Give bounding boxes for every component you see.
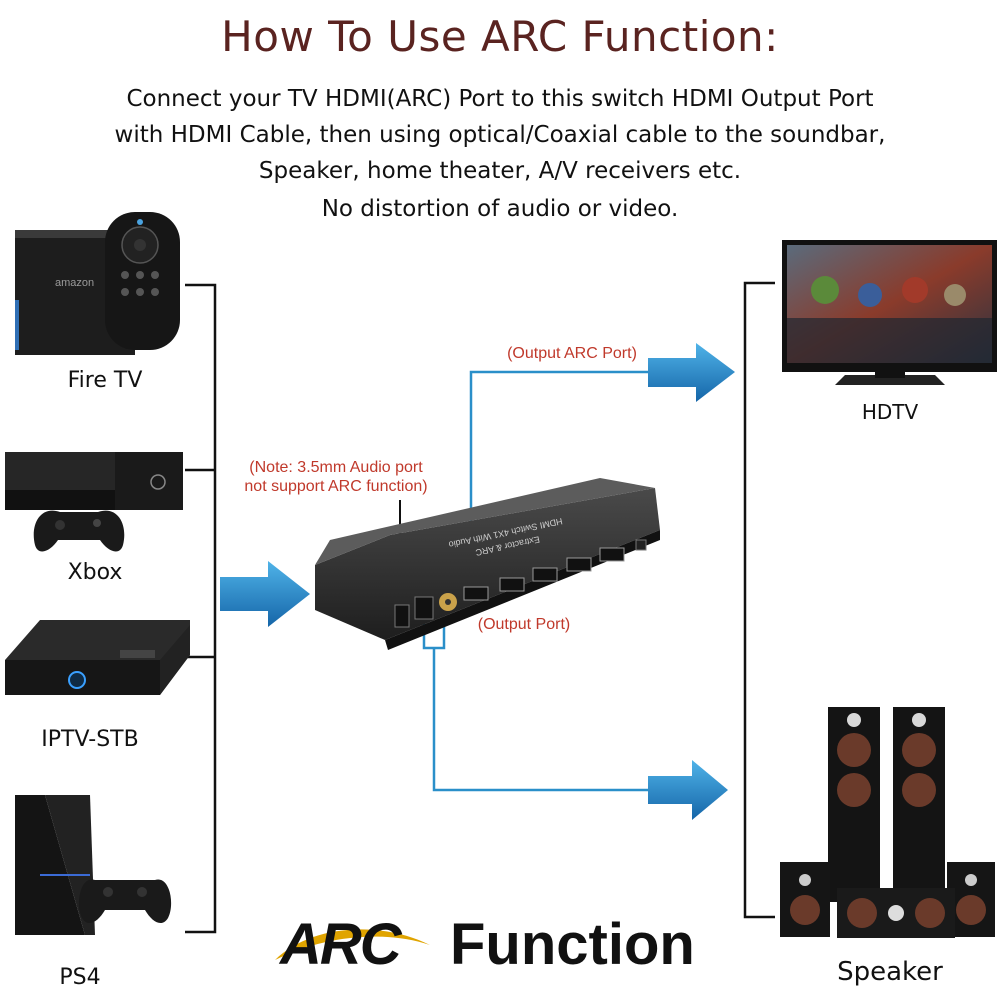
hdtv-device-icon: [782, 240, 997, 385]
arc-logo-swoosh-icon: [275, 929, 430, 960]
iptv-stb-label: IPTV-STB: [41, 727, 139, 752]
function-logo-text: Function: [450, 912, 695, 977]
fire-tv-label: Fire TV: [67, 368, 143, 393]
page-title: How To Use ARC Function:: [221, 12, 779, 61]
output-arc-port-label: (Output ARC Port): [507, 345, 637, 362]
hdtv-label: HDTV: [861, 400, 919, 424]
arc-logo-text: ARC: [280, 912, 402, 977]
description-line-2: with HDMI Cable, then using optical/Coax…: [114, 122, 886, 148]
audio-port-note-line-1: (Note: 3.5mm Audio port: [249, 459, 423, 476]
ps4-label: PS4: [59, 965, 101, 990]
iptv-stb-device-icon: [5, 620, 190, 695]
amazon-brand-text: amazon: [55, 277, 95, 289]
fire-tv-device-icon: [15, 212, 180, 355]
audio-port-note-line-2: not support ARC function): [244, 478, 427, 495]
speaker-arrow-icon: [648, 760, 728, 820]
description-line-4: No distortion of audio or video.: [321, 196, 679, 222]
xbox-device-icon: [5, 452, 183, 552]
output-bracket: [743, 281, 775, 919]
source-bracket: [185, 283, 217, 934]
xbox-label: Xbox: [67, 560, 123, 585]
arc-function-logo: ARC Function: [270, 905, 700, 985]
speaker-system-device-icon: [780, 707, 995, 938]
description-line-3: Speaker, home theater, A/V receivers etc…: [258, 158, 742, 184]
speaker-label: Speaker: [837, 957, 943, 987]
audio-connector-line: [422, 618, 648, 792]
input-arrow-icon: [220, 561, 310, 627]
ps4-device-icon: [15, 795, 172, 935]
arc-arrow-icon: [648, 343, 735, 402]
description-line-1: Connect your TV HDMI(ARC) Port to this s…: [126, 86, 874, 112]
output-port-label: (Output Port): [478, 616, 570, 633]
hdmi-switch-device-icon: [315, 478, 660, 650]
